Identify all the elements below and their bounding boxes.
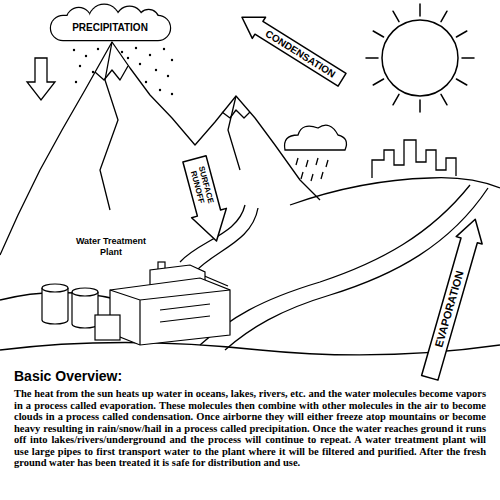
- mountains: [95, 66, 128, 80]
- sun: [441, 11, 447, 21]
- sun: [373, 79, 383, 85]
- road-and-ground: [225, 188, 488, 350]
- rain-dots: [92, 71, 94, 73]
- mountains: [222, 110, 250, 118]
- rain-dots: [155, 69, 157, 71]
- sun: [393, 11, 399, 21]
- treatment-plant: [42, 288, 68, 324]
- sun: [456, 31, 466, 37]
- rain-dots: [121, 51, 123, 53]
- rain-dots: [145, 81, 147, 83]
- cloud-outline: [51, 5, 170, 40]
- small-cloud: [285, 125, 347, 150]
- cloud-outline: [51, 5, 170, 40]
- process-label: SURFACE RUNOFF: [188, 165, 216, 207]
- treatment-plant: [72, 288, 98, 296]
- condensation-arrow: CONDENSATION: [235, 6, 348, 90]
- arrow-outline: [416, 215, 487, 381]
- rain-dots: [73, 47, 173, 95]
- sun: [393, 94, 399, 104]
- hill-and-city: [372, 140, 456, 178]
- sun: [419, 4, 421, 16]
- rain-dots: [135, 47, 137, 49]
- text-group: SURFACE RUNOFF: [187, 164, 215, 207]
- down-arrow: [27, 58, 55, 100]
- body-text: The heat from the sun heats up water in …: [14, 388, 486, 469]
- rain-dots: [75, 81, 77, 83]
- treatment-plant: [110, 290, 230, 345]
- road-and-ground: [0, 185, 500, 355]
- rain-dots: [97, 48, 99, 50]
- treatment-plant: [160, 304, 210, 322]
- sun: [462, 57, 474, 59]
- hill-and-city: [290, 178, 500, 205]
- sun: [373, 31, 383, 37]
- mountains: [100, 42, 118, 210]
- rain-dots: [139, 63, 141, 65]
- rain-dots: [149, 54, 151, 56]
- precipitation-cloud: PRECIPITATION: [47, 2, 174, 42]
- sun: [366, 57, 378, 59]
- rain-dots: [73, 49, 75, 51]
- process-label: PRECIPITATION: [72, 22, 149, 34]
- rain-dots: [171, 59, 173, 61]
- rain-dots: [167, 75, 169, 77]
- sun: [366, 4, 474, 112]
- rain-dots: [159, 89, 161, 91]
- treatment-plant: [42, 262, 230, 345]
- sun: [456, 79, 466, 85]
- rain-dots: [163, 48, 165, 50]
- small-cloud: [296, 158, 328, 181]
- mountains: [0, 42, 320, 255]
- arrow-outline: [235, 6, 348, 90]
- down-arrow: [27, 58, 55, 100]
- mountains: [228, 96, 240, 170]
- arrow-outline: [177, 154, 234, 245]
- process-label: CONDENSATION: [263, 26, 339, 79]
- evaporation-arrow: EVAPORATION: [416, 215, 487, 381]
- treatment-plant: [95, 315, 120, 340]
- treatment-plant: [72, 292, 98, 328]
- treatment-plant: [110, 278, 230, 345]
- road-and-ground: [200, 185, 470, 345]
- text-group: CONDENSATION: [263, 26, 339, 79]
- sun: [419, 100, 421, 112]
- rain-dots: [127, 57, 129, 59]
- plant-label: Water Treatment Plant: [70, 236, 152, 258]
- runoff-arrow: SURFACE RUNOFF: [177, 154, 234, 245]
- sun: [382, 20, 458, 96]
- small-cloud: [285, 125, 347, 181]
- rain-dots: [85, 55, 87, 57]
- section-heading: Basic Overview:: [14, 368, 122, 385]
- road-and-ground: [0, 343, 500, 355]
- sun: [441, 94, 447, 104]
- mountains: [0, 42, 320, 300]
- text-group: PRECIPITATION: [72, 22, 149, 34]
- treatment-plant: [42, 284, 68, 292]
- rain-dots: [79, 65, 81, 67]
- rain-dots: [171, 93, 173, 95]
